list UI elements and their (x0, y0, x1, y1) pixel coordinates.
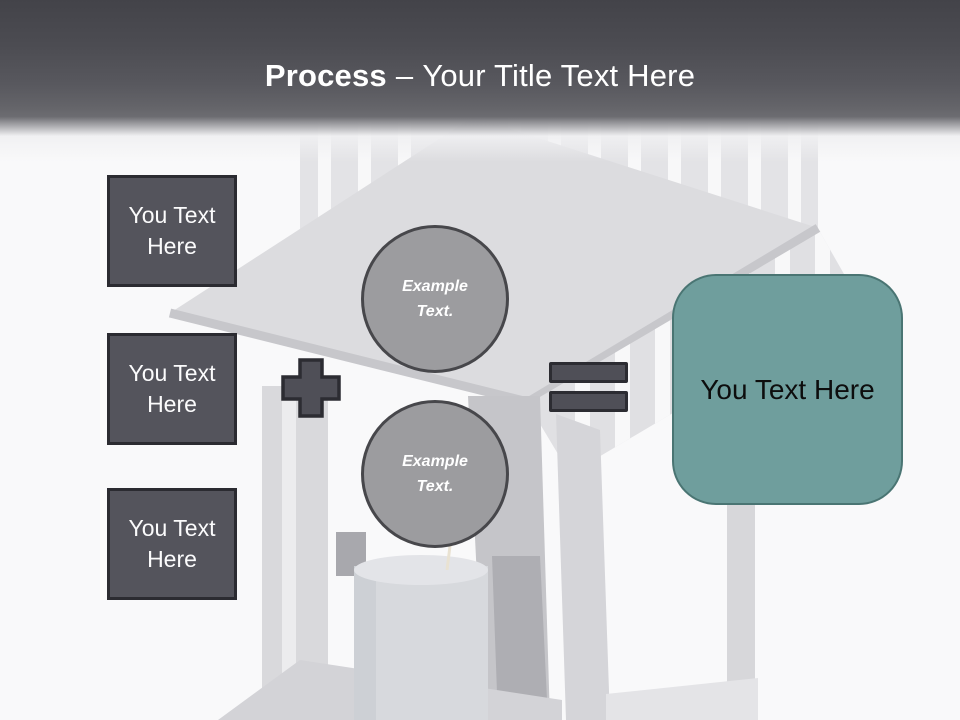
process-input-box-2[interactable]: You Text Here (107, 333, 237, 445)
equals-top-bar (549, 362, 628, 383)
process-input-box-2-line1: You Text (128, 360, 216, 386)
plus-icon (281, 358, 341, 418)
result-box-label: You Text Here (700, 373, 875, 405)
example-circle-1-line2: Text. (416, 303, 454, 320)
process-input-box-1[interactable]: You Text Here (107, 175, 237, 287)
example-circle-2[interactable]: Example Text. (361, 400, 509, 548)
result-box[interactable]: You Text Here (672, 274, 903, 505)
example-circle-1-line1: Example (402, 278, 468, 295)
example-circle-2-line2: Text. (416, 478, 454, 495)
slide-title-text: Your Title Text Here (422, 58, 696, 93)
process-input-box-3-line2: Here (147, 546, 197, 572)
example-circle-1[interactable]: Example Text. (361, 225, 509, 373)
process-input-box-2-line2: Here (147, 391, 197, 417)
slide-title-separator: – (395, 58, 414, 93)
slide-title-keyword: Process (264, 58, 387, 93)
candle (354, 537, 488, 720)
process-input-box-3-line1: You Text (128, 515, 216, 541)
example-circle-2-line1: Example (402, 453, 468, 470)
process-input-box-1-line2: Here (147, 233, 197, 259)
process-input-box-3[interactable]: You Text Here (107, 488, 237, 600)
equals-bottom-bar (549, 391, 628, 412)
process-input-box-1-line1: You Text (128, 202, 216, 228)
slide-title[interactable]: Process–Your Title Text Here (0, 56, 960, 96)
